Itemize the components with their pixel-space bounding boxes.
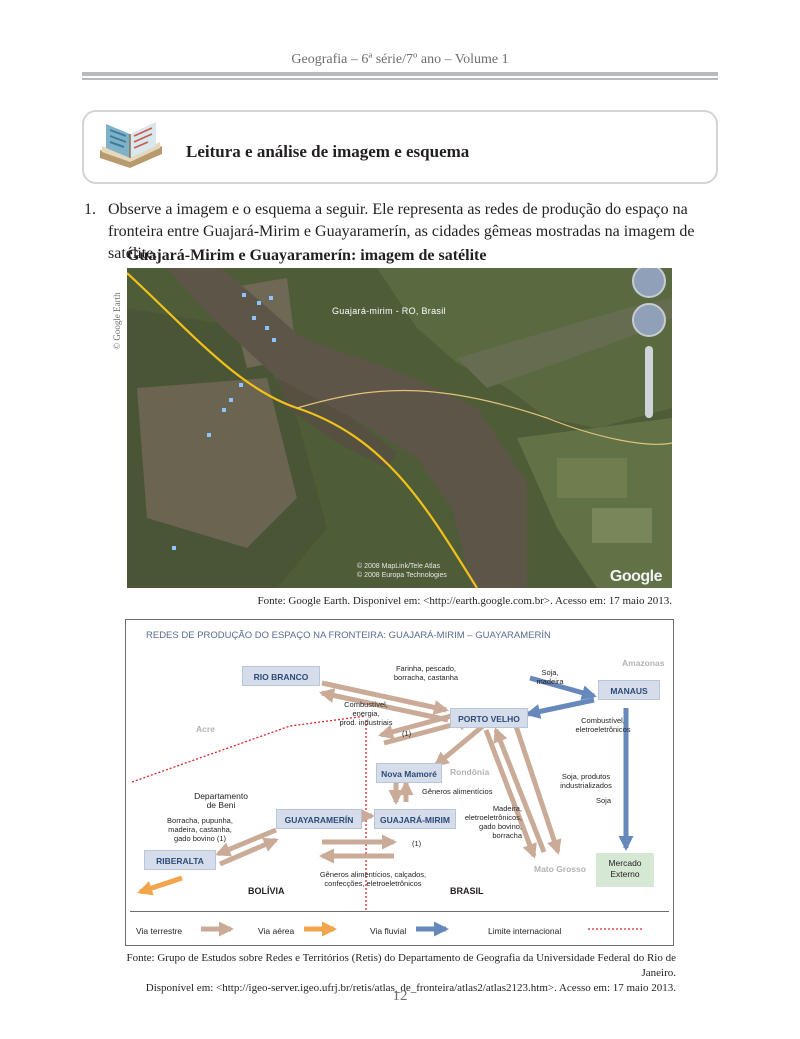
- city-guayaramerin: GUAYARAMERÍN: [276, 809, 362, 829]
- image-credit-text: © Google Earth: [112, 292, 122, 350]
- network-diagram: REDES DE PRODUÇÃO DO ESPAÇO NA FRONTEIRA…: [125, 619, 674, 946]
- source-line: Fonte: Grupo de Estudos sobre Redes e Te…: [126, 952, 677, 979]
- flow-line: Borracha, pupunha,: [167, 816, 233, 825]
- flow-line: Combustível,: [344, 700, 388, 709]
- google-logo: Google: [609, 568, 663, 585]
- flow-line: confecções, eletroeletrônicos: [324, 879, 422, 888]
- flow-line: prod. industriais: [339, 718, 393, 727]
- beni-line: de Beni: [206, 800, 236, 810]
- figure-title: Guajará-Mirim e Guayaramerín: imagem de …: [127, 247, 487, 264]
- flow-line: Combustível,: [581, 716, 625, 725]
- map-place-label: Guajará-mirim - RO, Brasil: [332, 306, 446, 316]
- flow-label: Soja, madeira: [530, 668, 570, 686]
- source-line: Disponível em: <http://igeo-server.igeo.…: [145, 982, 676, 994]
- region-mato-grosso: Mato Grosso: [534, 864, 586, 874]
- mercado-line: Externo: [610, 869, 640, 879]
- flow-line: borracha, castanha: [393, 673, 459, 682]
- move-control[interactable]: [632, 303, 666, 337]
- legend-via-fluvial: Via fluvial: [370, 926, 407, 936]
- flow-marker: (1): [412, 839, 422, 848]
- city-riberalta: RIBERALTA: [144, 850, 216, 870]
- flow-label: Soja, produtos industrializados: [544, 772, 628, 790]
- question-1: 1. Observe a imagem e o esquema a seguir…: [84, 199, 724, 265]
- satellite-image: Guajará-mirim - RO, Brasil © 2008 MapLin…: [127, 268, 672, 588]
- city-porto-velho: PORTO VELHO: [450, 708, 528, 728]
- country-bolivia: BOLÍVIA: [248, 886, 285, 896]
- question-number: 1.: [84, 201, 96, 218]
- header-rule: [82, 72, 718, 76]
- beni-line: Departamento: [194, 791, 248, 801]
- flow-line: energia,: [352, 709, 380, 718]
- question-text: Observe a imagem e o esquema a seguir. E…: [108, 201, 695, 262]
- flow-line: gado bovino,: [479, 822, 522, 831]
- legend-limite-internacional: Limite internacional: [488, 926, 562, 936]
- legend-divider: [130, 911, 669, 912]
- country-brasil: BRASIL: [450, 886, 484, 896]
- flow-label: Combustível, energia, prod. industriais: [328, 700, 404, 727]
- beni-label: Departamento de Beni: [186, 792, 256, 810]
- flow-line: madeira: [536, 677, 564, 686]
- flow-line: eletroeletrônicos: [575, 725, 631, 734]
- flow-line: Soja, produtos: [561, 772, 611, 781]
- flow-label: Gêneros alimentícios, calçados, confecçõ…: [312, 870, 434, 888]
- flow-line: Madeira,: [492, 804, 522, 813]
- flow-label: Borracha, pupunha, madeira, castanha, ga…: [154, 816, 246, 843]
- diagram-title: REDES DE PRODUÇÃO DO ESPAÇO NA FRONTEIRA…: [146, 630, 551, 641]
- flow-label: Soja: [596, 796, 612, 805]
- city-manaus: MANAUS: [598, 680, 660, 700]
- mercado-externo-box: Mercado Externo: [596, 853, 654, 887]
- region-rondonia: Rondônia: [450, 767, 490, 777]
- running-header: Geografia – 6ª série/7º ano – Volume 1: [291, 52, 509, 67]
- section-title: Leitura e análise de imagem e esquema: [186, 142, 470, 161]
- flow-line: Soja,: [541, 668, 559, 677]
- section-box: Leitura e análise de imagem e esquema: [82, 110, 718, 184]
- flow-line: eletroeletrônicos,: [464, 813, 522, 822]
- page-number: 12: [392, 988, 408, 1004]
- flow-label: Farinha, pescado, borracha, castanha: [380, 664, 472, 682]
- open-book-icon: [100, 122, 162, 168]
- flow-marker: (1): [402, 729, 412, 738]
- flow-line: industrializados: [560, 781, 612, 790]
- region-acre: Acre: [196, 724, 215, 734]
- flow-line: borracha: [492, 831, 522, 840]
- look-control[interactable]: [632, 268, 666, 298]
- flow-line: madeira, castanha,: [168, 825, 232, 834]
- city-guajara-mirim: GUAJARÁ-MIRIM: [374, 809, 456, 829]
- map-copyright: © 2008 MapLink/Tele Atlas: [357, 563, 440, 570]
- mercado-line: Mercado: [608, 858, 642, 868]
- flow-label: Combustível, eletroeletrônicos: [562, 716, 644, 734]
- zoom-slider[interactable]: [645, 346, 653, 418]
- city-nova-mamore: Nova Mamoré: [376, 763, 442, 783]
- region-amazonas: Amazonas: [622, 658, 665, 668]
- flow-label: Madeira, eletroeletrônicos, gado bovino,…: [452, 804, 522, 840]
- image-credit: © Google Earth: [111, 268, 123, 378]
- flow-line: Gêneros alimentícios, calçados,: [319, 870, 427, 879]
- flow-line: gado bovino (1): [173, 834, 227, 843]
- map-copyright: © 2008 Europa Technologies: [357, 572, 447, 579]
- figure-source: Fonte: Google Earth. Disponível em: <htt…: [257, 595, 672, 607]
- flow-label: Gêneros alimentícios: [422, 787, 493, 796]
- satellite-terrain: [127, 268, 672, 588]
- diagram-source: Fonte: Grupo de Estudos sobre Redes e Te…: [125, 951, 677, 996]
- city-rio-branco: RIO BRANCO: [242, 666, 320, 686]
- legend-via-terrestre: Via terrestre: [136, 926, 183, 936]
- header-rule-thin: [82, 78, 718, 80]
- flow-line: Farinha, pescado,: [395, 664, 457, 673]
- legend-via-aerea: Via aérea: [258, 926, 295, 936]
